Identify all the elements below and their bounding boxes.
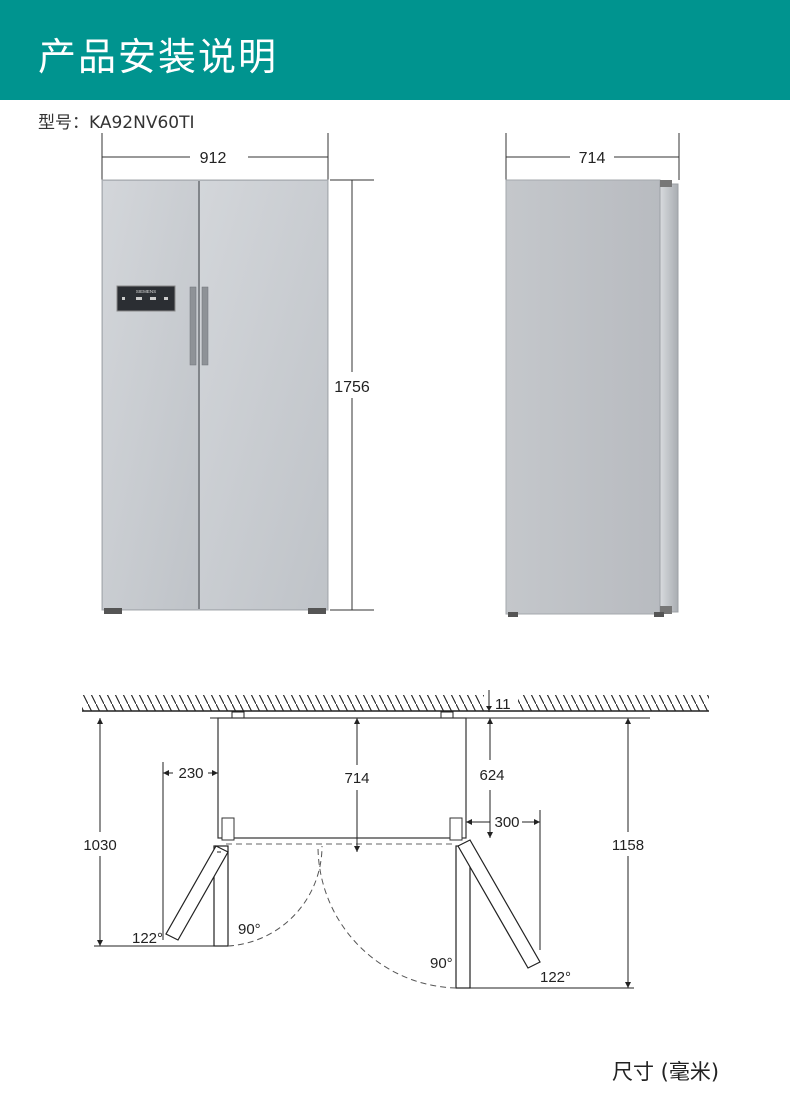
freezer-handle bbox=[189, 286, 197, 366]
right-angle-max-label: 122° bbox=[540, 969, 571, 986]
side-depth-label: 714 bbox=[579, 150, 606, 167]
right-door-122 bbox=[457, 839, 541, 969]
freezer-door bbox=[103, 181, 198, 609]
left-door-122 bbox=[165, 845, 229, 941]
right-offset-label: 300 bbox=[494, 814, 519, 831]
top-hinge bbox=[660, 180, 672, 187]
left-door-swing-arc bbox=[227, 845, 323, 947]
right-door-swing-arc bbox=[317, 845, 457, 989]
top-view: 11 714 230 624 300 bbox=[82, 690, 709, 989]
left-clearance-label: 1030 bbox=[83, 837, 116, 854]
wall-hatch-left bbox=[82, 695, 484, 711]
page-title: 产品安装说明 bbox=[38, 35, 279, 79]
foot-right bbox=[308, 608, 326, 614]
wall-gap-label: 11 bbox=[495, 696, 511, 713]
front-width-label: 912 bbox=[200, 150, 227, 167]
fridge-handle bbox=[201, 286, 209, 366]
side-view: 714 bbox=[505, 133, 680, 617]
left-offset-label: 230 bbox=[178, 765, 203, 782]
model-label: 型号：KA92NV60TI bbox=[38, 113, 195, 133]
brand-logo-text: SIEMENS bbox=[136, 289, 156, 294]
right-door-90 bbox=[455, 845, 471, 989]
right-clearance-label: 1158 bbox=[612, 837, 644, 854]
fridge-side-body bbox=[505, 179, 661, 615]
fridge-top-outline bbox=[217, 717, 467, 839]
wall-hatch-right bbox=[518, 695, 709, 711]
foot-left bbox=[104, 608, 122, 614]
right-angle-90-label: 90° bbox=[430, 955, 453, 972]
front-view: 912 SIEMENS 1756 bbox=[101, 133, 374, 614]
front-height-label: 1756 bbox=[334, 379, 370, 396]
left-angle-90-label: 90° bbox=[238, 921, 261, 938]
left-angle-max-label: 122° bbox=[132, 930, 163, 947]
fridge-door bbox=[200, 181, 327, 609]
top-depth-label: 714 bbox=[344, 770, 369, 787]
bottom-hinge bbox=[660, 606, 672, 614]
units-label: 尺寸 (毫米) bbox=[612, 1060, 720, 1084]
fridge-side-door bbox=[659, 183, 679, 613]
right-depth-label: 624 bbox=[479, 767, 504, 784]
header-bar: 产品安装说明 bbox=[0, 0, 790, 100]
